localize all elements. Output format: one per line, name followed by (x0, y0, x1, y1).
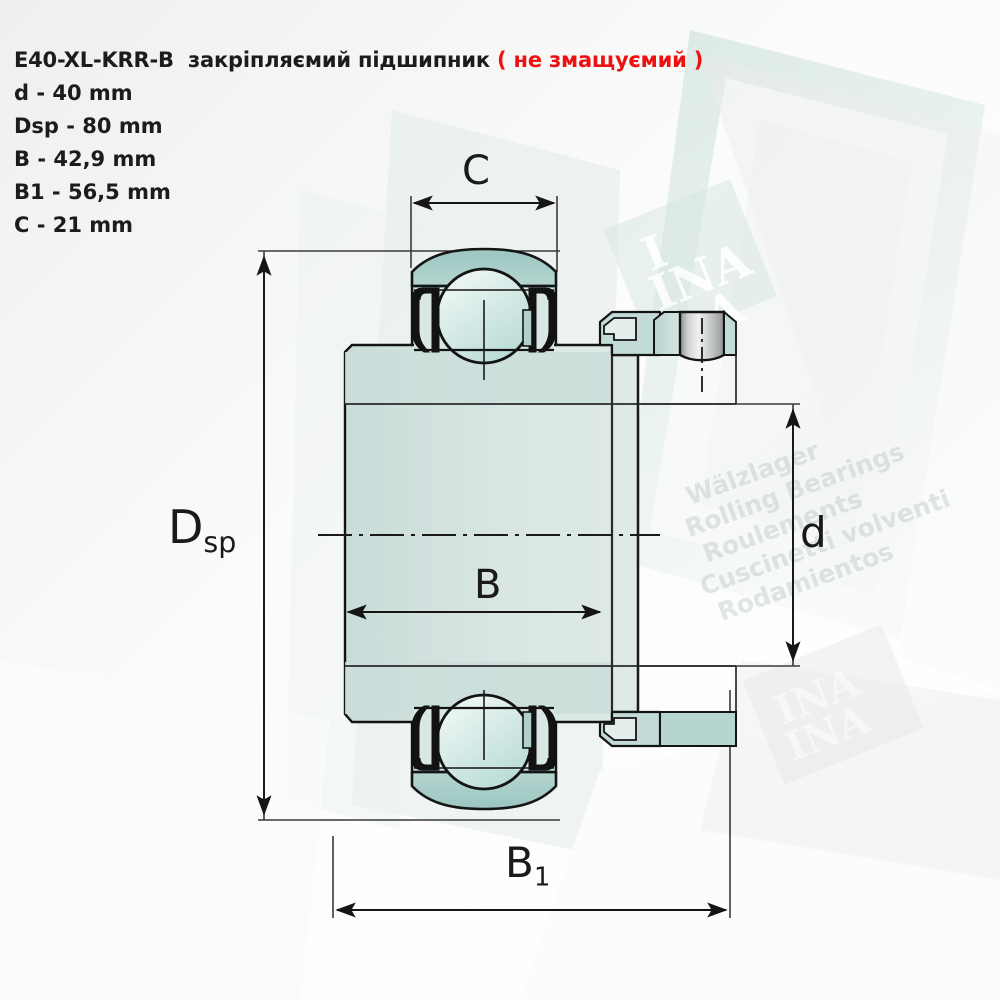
dimension-label-d: d (800, 508, 827, 557)
seal-shoulder-bottom (522, 711, 533, 749)
dsp-main: D (168, 500, 204, 554)
dimension-label-b1: B1 (505, 838, 550, 892)
seal-shoulder-top (522, 309, 533, 347)
spec-row-d: d - 40 mm (14, 81, 133, 105)
page-title: E40-XL-KRR-B закріпляємий підшипник ( не… (14, 48, 703, 72)
b1-sub: 1 (533, 862, 551, 893)
dimension-label-b: B (474, 562, 502, 608)
spec-row-dsp: Dsp - 80 mm (14, 114, 163, 138)
lubrication-note: ( не змащуємий ) (497, 48, 704, 72)
dsp-sub: sp (203, 526, 237, 560)
inner-ring (343, 343, 640, 724)
collar-right-flank (723, 309, 737, 356)
bearing-designation: E40-XL-KRR-B (14, 48, 174, 72)
spec-row-b: B - 42,9 mm (14, 147, 157, 171)
collar-block-bottom (659, 711, 737, 747)
spec-row-c: C - 21 mm (14, 213, 134, 237)
dimension-label-dsp: Dsp (168, 500, 236, 559)
spec-row-b1: B1 - 56,5 mm (14, 180, 171, 204)
b1-main: B (505, 838, 534, 887)
specification-block: E40-XL-KRR-B закріпляємий підшипник ( не… (14, 48, 703, 237)
collar-left-flank (653, 311, 681, 356)
bearing-description: закріпляємий підшипник (188, 48, 490, 72)
